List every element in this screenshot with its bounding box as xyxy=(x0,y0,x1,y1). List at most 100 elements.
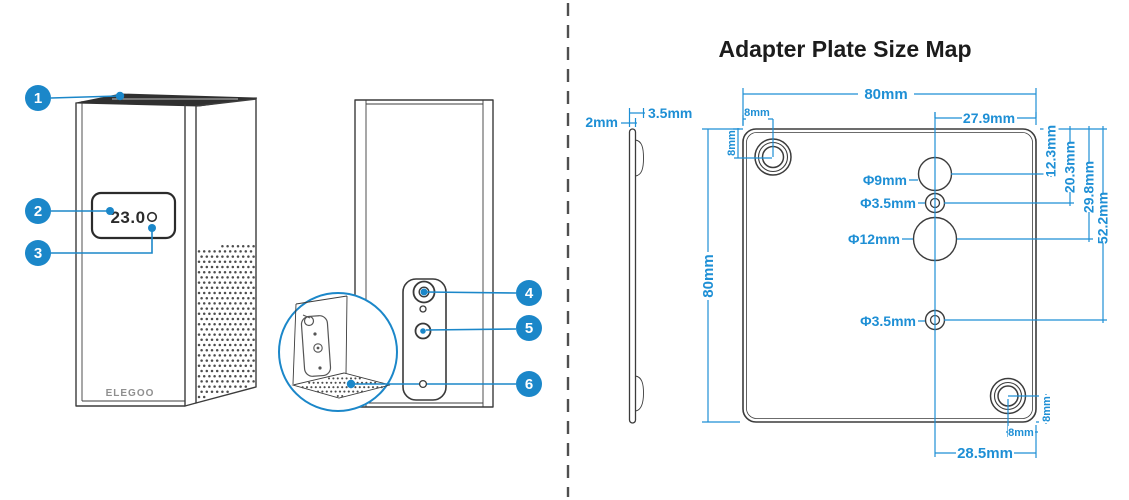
vent-dot xyxy=(341,377,344,380)
callout-dot-6 xyxy=(346,379,356,389)
vent-dot xyxy=(316,390,320,393)
vent-dot xyxy=(249,343,253,347)
dimension-lines xyxy=(702,88,1107,458)
vent-dot xyxy=(205,317,209,321)
plate-inner-edge xyxy=(746,132,1033,419)
vent-dot xyxy=(208,333,211,336)
vent-dot xyxy=(228,270,232,274)
magnifier-circle xyxy=(278,292,398,412)
label-backing xyxy=(1081,162,1097,212)
device-rear-view xyxy=(354,99,494,408)
vent-dot xyxy=(218,281,222,284)
vent-dot xyxy=(343,390,346,393)
vent-dot xyxy=(236,380,240,383)
vent-dot xyxy=(249,260,253,264)
vent-dot xyxy=(210,265,214,269)
vent-dot xyxy=(327,386,331,389)
detail-bottom-face xyxy=(291,372,391,399)
vent-dot xyxy=(247,276,250,279)
dim-80-top xyxy=(742,88,1037,125)
vent-dot xyxy=(226,265,229,269)
vent-dot xyxy=(241,348,245,352)
vent-dot xyxy=(244,270,248,274)
vent-dot xyxy=(218,385,222,388)
vent-dot xyxy=(231,276,235,279)
vent-dot xyxy=(252,276,255,279)
vent-dot xyxy=(241,359,245,362)
vent-dot xyxy=(252,380,255,383)
vent-dot xyxy=(202,291,206,295)
vent-dot xyxy=(215,307,219,310)
vent-dot xyxy=(234,312,237,316)
label-backing xyxy=(1095,193,1111,243)
detail-ring-dot xyxy=(316,346,320,350)
vent-dot xyxy=(249,250,253,253)
total-thickness-bracket xyxy=(628,108,645,118)
vent-dot xyxy=(221,380,224,383)
dim-label-tl-offset-y: 8mm xyxy=(726,130,738,156)
vent-dot xyxy=(197,281,201,284)
vent-dot xyxy=(231,338,235,342)
vent-dot xyxy=(208,270,211,274)
vent-dot xyxy=(226,244,229,248)
dim-label-depth2: 20.3mm xyxy=(1062,141,1078,193)
vent-dot xyxy=(200,265,203,269)
vent-dot xyxy=(223,281,227,284)
vent-dot xyxy=(202,302,206,305)
hole-label-leaders xyxy=(902,179,925,322)
vent-dot xyxy=(247,286,250,290)
vent-dot xyxy=(210,390,214,394)
label-backing xyxy=(1062,142,1078,192)
vent-dot xyxy=(223,250,227,253)
vent-dot xyxy=(213,302,216,305)
detail-hole-2 xyxy=(318,366,322,370)
vent-dot xyxy=(252,328,255,331)
dimension-labels: 80mm 80mm 27.9mm 8mm 8mm 12.3mm 20.3mm 2… xyxy=(700,86,1111,462)
vent-dot xyxy=(205,338,209,342)
vent-dot xyxy=(221,328,224,331)
detail-bracket xyxy=(300,315,332,377)
vent-dot xyxy=(218,250,222,253)
vent-dot xyxy=(239,322,242,326)
vent-dot xyxy=(249,291,253,295)
vent-dot xyxy=(352,390,355,393)
vent-dot xyxy=(197,374,201,378)
vent-dot xyxy=(210,317,214,321)
vent-dot xyxy=(239,312,242,316)
button-hole xyxy=(418,379,428,389)
vent-dot xyxy=(360,390,364,393)
vent-dot xyxy=(241,307,245,310)
vent-dot xyxy=(338,390,342,393)
vent-dot xyxy=(221,276,224,279)
dim-285-bottom xyxy=(935,425,1037,458)
vent-dot xyxy=(215,296,219,300)
vent-dot xyxy=(202,322,206,326)
vent-dot xyxy=(247,359,250,362)
dim-label-depth4: 52.2mm xyxy=(1095,192,1111,244)
vent-dot xyxy=(354,377,357,380)
vent-dot xyxy=(197,343,201,347)
vent-dot xyxy=(202,281,206,284)
vent-dot xyxy=(223,312,227,316)
vent-dot xyxy=(239,385,242,388)
callout-bubble-2 xyxy=(25,198,51,224)
vent-dot xyxy=(325,390,328,393)
vent-dot xyxy=(323,386,326,389)
vent-dot xyxy=(215,380,219,383)
callout-number-2: 2 xyxy=(34,203,42,220)
front-face xyxy=(75,102,186,407)
vent-dot xyxy=(371,386,375,389)
indicator-hole xyxy=(419,305,427,313)
vent-dot xyxy=(228,385,232,388)
vent-dot xyxy=(218,322,222,326)
vent-dot xyxy=(239,333,242,336)
profile-body xyxy=(628,128,637,424)
vent-dot xyxy=(213,374,216,378)
vent-dot xyxy=(247,296,250,300)
vent-dot xyxy=(215,276,219,279)
vent-dot xyxy=(231,296,235,300)
dim-label-br-offset-x: 8mm xyxy=(1008,427,1034,439)
vent-dot xyxy=(202,312,206,316)
vent-dot xyxy=(202,354,206,357)
